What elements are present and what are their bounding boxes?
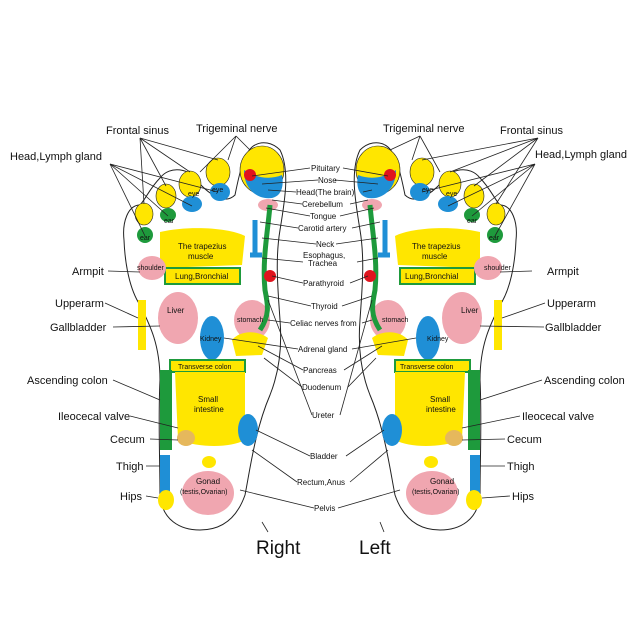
zone-kidney-right: Kidney	[200, 336, 222, 343]
label-armpit-right: Armpit	[72, 266, 104, 278]
label-head-lymph-right: Head,Lymph gland	[10, 151, 102, 163]
label-gallbladder-left: Gallbladder	[545, 322, 602, 334]
label-head-brain: Head(The brain)	[296, 188, 355, 197]
label-frontal-sinus-right: Frontal sinus	[106, 125, 169, 137]
label-ileocecal-left: Ileocecal valve	[522, 411, 594, 423]
label-upperarm-right: Upperarm	[55, 298, 104, 310]
label-neck: Neck	[316, 240, 335, 249]
label-duodenum: Duodenum	[302, 383, 341, 392]
label-right-foot: Right	[256, 538, 301, 559]
zone-trapezius-right-2: muscle	[188, 252, 214, 261]
label-celiac: Celiac nerves from	[290, 319, 357, 328]
label-trachea: Trachea	[308, 259, 338, 268]
label-rectum: Rectum,Anus	[297, 478, 345, 487]
zone-lung-right: Lung,Bronchial	[175, 272, 229, 281]
zone-gonad-right: Gonad	[196, 477, 220, 486]
label-cecum-left: Cecum	[507, 434, 542, 446]
zone-small-int-right: Small	[198, 395, 218, 404]
zone-stomach-left: stomach	[382, 317, 409, 324]
zone-liver-right: Liver	[167, 306, 185, 315]
top-leader-lines	[109, 135, 539, 237]
zone-ear-right-2: ear	[140, 235, 151, 242]
label-upperarm-left: Upperarm	[547, 298, 596, 310]
center-leader-lines	[223, 167, 417, 509]
zone-transverse-right: Transverse colon	[178, 364, 232, 371]
arrow-right	[261, 521, 269, 533]
zone-ear-right: ear	[164, 218, 175, 225]
side-leader-lines	[104, 270, 546, 499]
label-pancreas: Pancreas	[303, 366, 337, 375]
label-pelvis: Pelvis	[314, 504, 335, 513]
label-parathyroid: Parathyroid	[303, 279, 344, 288]
zone-stomach-right: stomach	[237, 317, 264, 324]
label-trigeminal-right: Trigeminal nerve	[196, 123, 278, 135]
zone-ear-left: ear	[467, 218, 478, 225]
zone-eye-right-2: eye	[212, 187, 223, 194]
zone-transverse-left: Transverse colon	[400, 364, 454, 371]
zone-shoulder-left: shoulder	[484, 265, 512, 272]
zone-lung-left: Lung,Bronchial	[405, 272, 459, 281]
label-ileocecal-right: Ileocecal valve	[58, 411, 130, 423]
label-gallbladder-right: Gallbladder	[50, 322, 107, 334]
zone-ear-left-2: ear	[489, 235, 500, 242]
zone-small-int-right-2: intestine	[194, 405, 224, 414]
zone-gonad-right-2: (testis,Ovarian)	[180, 489, 227, 496]
zone-small-int-left-2: intestine	[426, 405, 456, 414]
zone-trapezius-right: The trapezius	[178, 242, 226, 251]
label-head-lymph-left: Head,Lymph gland	[535, 149, 627, 161]
label-cerebellum: Cerebellum	[302, 200, 343, 209]
label-left-foot: Left	[359, 538, 391, 559]
label-thigh-right: Thigh	[116, 461, 144, 473]
label-carotid: Carotid artery	[298, 224, 346, 233]
label-cecum-right: Cecum	[110, 434, 145, 446]
arrow-left	[379, 521, 385, 533]
label-ascending-colon-right: Ascending colon	[27, 375, 108, 387]
label-thyroid: Thyroid	[311, 302, 338, 311]
label-bladder: Bladder	[310, 452, 338, 461]
label-hips-left: Hips	[512, 491, 535, 503]
label-ureter: Ureter	[312, 411, 335, 420]
zone-gonad-left-2: (testis,Ovarian)	[412, 489, 459, 496]
label-adrenal: Adrenal gland	[298, 345, 347, 354]
zone-liver-left: Liver	[461, 306, 479, 315]
zone-eye-right: eye	[188, 191, 199, 198]
label-esophagus: Esophagus,	[303, 251, 345, 260]
zone-gonad-left: Gonad	[430, 477, 454, 486]
label-frontal-sinus-left: Frontal sinus	[500, 125, 563, 137]
zone-eye-left-2: eye	[446, 191, 457, 198]
zone-trapezius-left: The trapezius	[412, 242, 460, 251]
zone-trapezius-left-2: muscle	[422, 252, 448, 261]
label-pituitary: Pituitary	[311, 164, 340, 173]
zone-small-int-left: Small	[430, 395, 450, 404]
label-armpit-left: Armpit	[547, 266, 579, 278]
label-thigh-left: Thigh	[507, 461, 535, 473]
label-tongue: Tongue	[310, 212, 337, 221]
zone-kidney-left: Kidney	[427, 336, 449, 343]
label-nose: Nose	[318, 176, 337, 185]
label-trigeminal-left: Trigeminal nerve	[383, 123, 465, 135]
label-hips-right: Hips	[120, 491, 143, 503]
label-ascending-colon-left: Ascending colon	[544, 375, 625, 387]
zone-shoulder-right: shoulder	[137, 265, 165, 272]
